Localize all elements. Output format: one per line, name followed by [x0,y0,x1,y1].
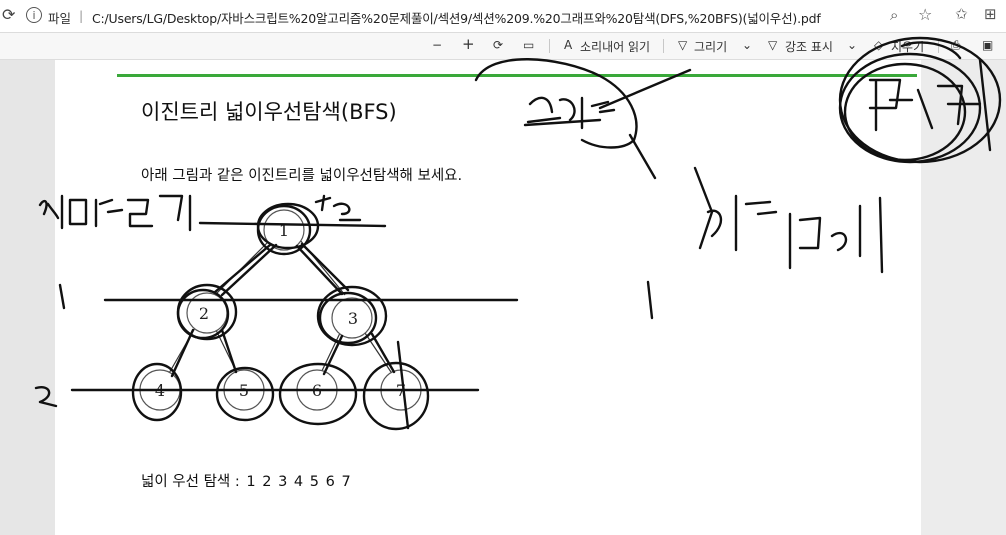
handwriting-ink [34,36,1002,431]
ink-circle [838,36,1002,164]
rotate-button[interactable]: ⟳ [493,38,504,52]
draw-dropdown-chevron-icon[interactable]: ⌄ [742,38,753,52]
url-text[interactable]: C:/Users/LG/Desktop/자바스크립트%20알고리즘%20문제풀이… [92,11,821,26]
fit-page-button[interactable]: ▭ [523,38,535,52]
highlight-button[interactable]: 강조 표시 [785,40,833,54]
bfs-result-label: 넓이 우선 탐색 : [141,474,240,490]
address-separator: | [79,8,84,23]
address-scheme-label: 파일 [48,11,72,26]
tree-nodes [139,209,422,411]
tree-node-label: 1 [279,221,289,240]
bfs-result-value: 3 [278,474,288,490]
draw-icon[interactable]: ▽ [678,38,688,52]
bfs-result-value: 6 [325,474,335,490]
eraser-icon[interactable]: ◇ [874,38,884,52]
tree-node-label: 3 [348,309,358,328]
zoom-out-button[interactable]: − [432,38,443,52]
bfs-result-value: 7 [341,474,351,490]
ink-circle [278,362,358,426]
highlight-dropdown-chevron-icon[interactable]: ⌄ [847,38,858,52]
viewer-background [921,60,1006,535]
magnify-icon[interactable]: ⌕ [890,6,899,24]
ink-circle [843,62,967,162]
bfs-result: 넓이 우선 탐색 : 1 2 3 4 5 6 7 [141,470,353,491]
refresh-icon[interactable]: ⟳ [2,5,16,24]
ink-circle [176,288,230,340]
tree-node [331,297,373,339]
star-icon[interactable]: ☆ [918,5,933,24]
ink-circle [131,362,183,422]
favorites-icon[interactable]: ✩ [955,5,968,23]
read-aloud-icon[interactable]: A [564,38,573,52]
ink-circle [362,361,430,431]
pdf-toolbar: − + ⟳ ▭ A 소리내어 읽기 ▽ 그리기 ⌄ ▽ 강조 표시 ⌄ ◇ 지우… [0,33,1006,60]
ink-circle [215,366,275,422]
highlight-icon[interactable]: ▽ [768,38,778,52]
collections-icon[interactable]: ⊞ [984,5,997,23]
save-icon[interactable]: ▣ [982,38,994,52]
bfs-result-value: 2 [262,474,272,490]
zoom-in-button[interactable]: + [462,35,475,53]
bfs-result-value: 5 [309,474,319,490]
tree-node-label: 2 [199,304,209,323]
info-icon[interactable]: i [26,7,42,23]
bfs-result-value: 4 [293,474,304,490]
ink-circle [318,291,378,345]
draw-button[interactable]: 그리기 [694,40,728,54]
header-rule [117,74,917,77]
read-aloud-button[interactable]: 소리내어 읽기 [580,40,651,54]
tree-node [263,209,305,251]
ink-circle [316,285,388,347]
bfs-result-value: 1 [246,474,256,490]
ink-circle [838,52,982,164]
page-title: 이진트리 넓이우선탐색(BFS) [141,100,397,124]
address-bar: ⟳ i 파일 | C:/Users/LG/Desktop/자바스크립트%20알고… [0,0,1006,33]
instruction-text: 아래 그림과 같은 이진트리를 넓이우선탐색해 보세요. [141,168,463,184]
